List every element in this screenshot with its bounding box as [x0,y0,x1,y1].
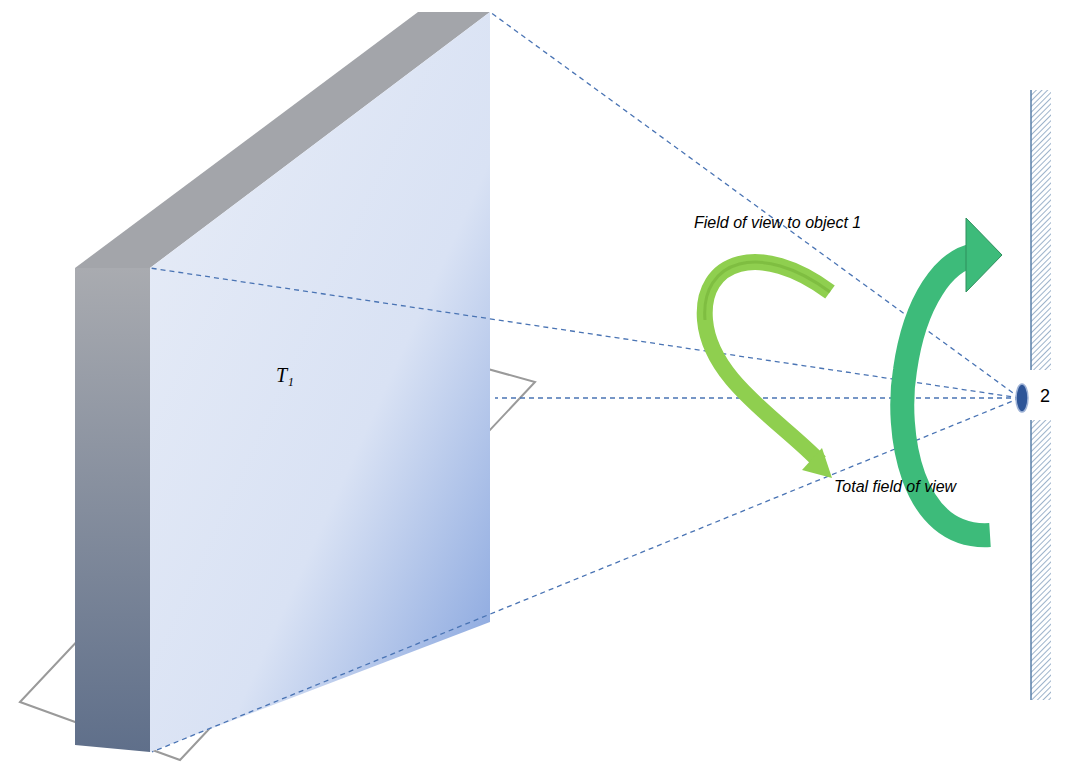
slab-front [150,12,490,752]
wall [1031,90,1051,370]
callout-number: 2 [1040,386,1050,407]
slab-face-node: T₁ [272,362,299,389]
wall-edge [1030,90,1032,370]
arrow-shade [705,262,830,320]
wall [1031,420,1051,700]
annotation-label: Field of view to object 1 [694,214,861,232]
sight-line [152,398,1020,752]
sight-line [150,268,1020,398]
arrowhead [966,218,1002,292]
arrowhead [802,448,832,478]
sight-line [490,12,1020,398]
observer-point [1016,384,1028,412]
field-arrow [705,262,830,462]
wall-edge [1030,420,1032,700]
annotation-label: Total field of view [834,478,956,496]
object-label: T₁ [276,364,295,387]
slab-side [75,268,150,752]
